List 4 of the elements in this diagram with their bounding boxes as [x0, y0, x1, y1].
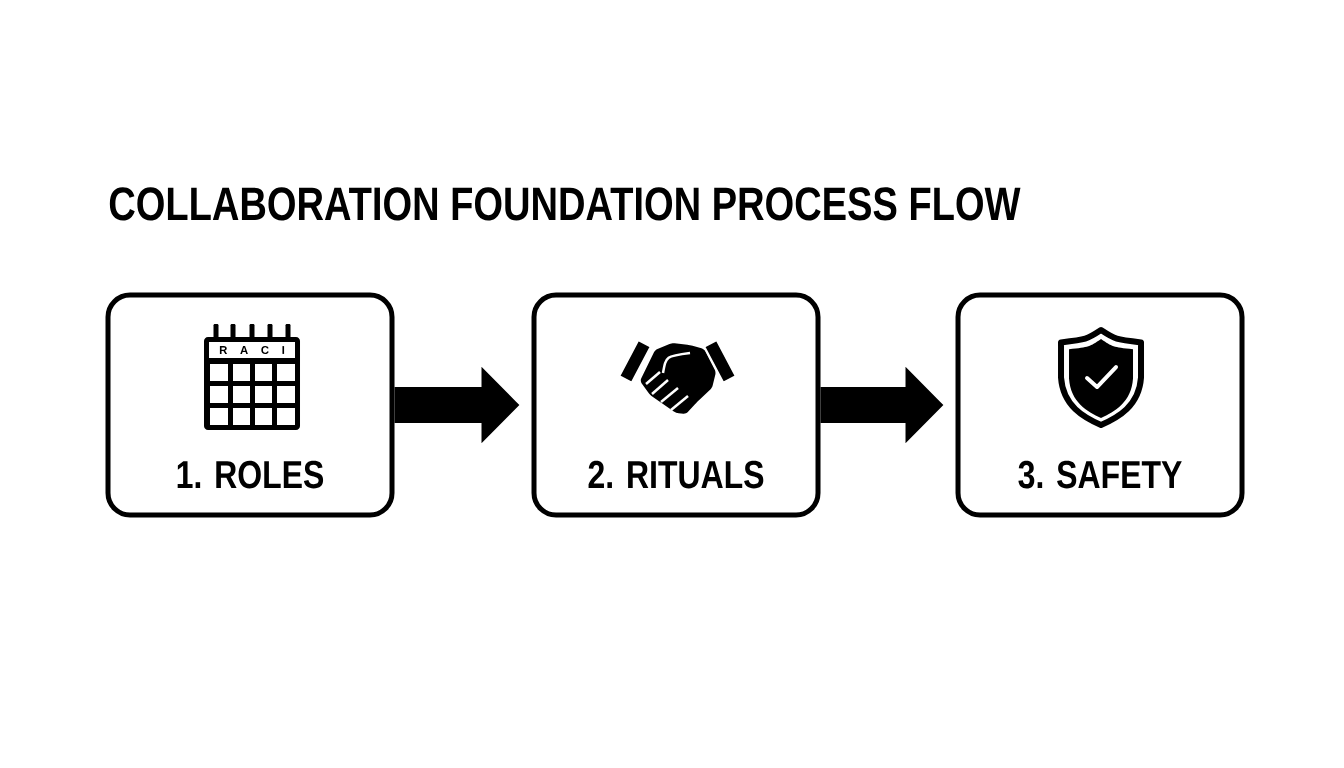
header-text: R A C I [219, 346, 285, 354]
title: COLLABORATION FOUNDATION PROCESS FLOW [109, 187, 1021, 221]
process-box: 2. RITUALS [531, 292, 821, 518]
process-box: 3. SAFETY [955, 292, 1245, 518]
